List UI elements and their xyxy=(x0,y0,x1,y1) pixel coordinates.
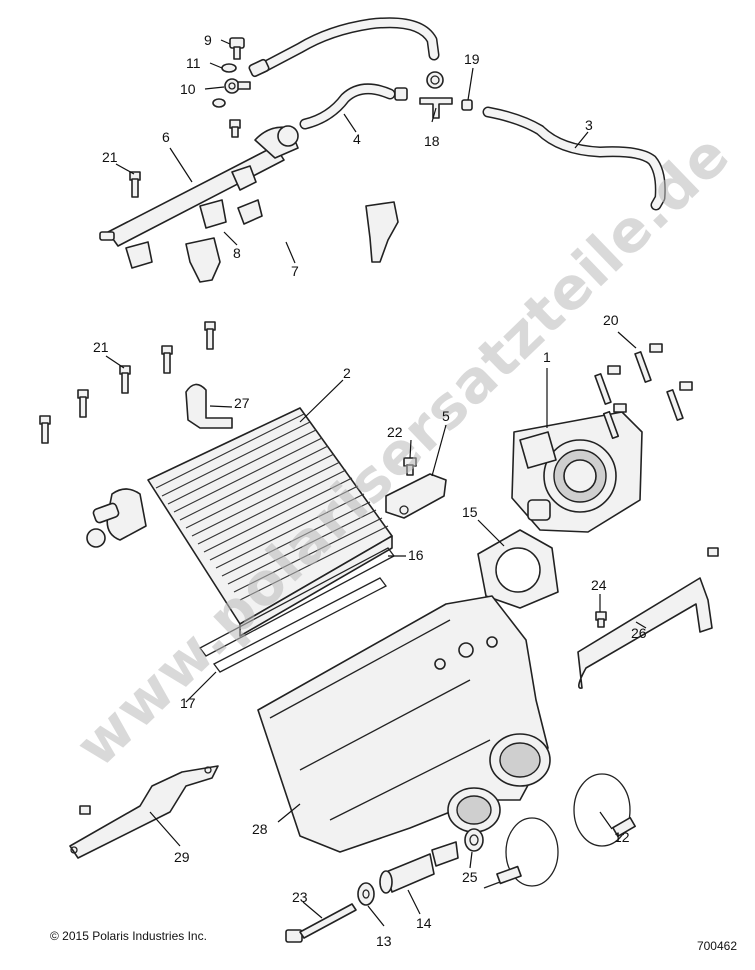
callout-23: 23 xyxy=(292,889,308,905)
bolt-fuel-rail xyxy=(229,119,241,138)
callout-26: 26 xyxy=(631,625,647,641)
callout-15: 15 xyxy=(462,504,478,520)
callout-16: 16 xyxy=(408,547,424,563)
callout-10: 10 xyxy=(180,81,196,97)
fuel-hose-4 xyxy=(299,83,408,130)
fuel-hose-3 xyxy=(482,106,666,211)
callout-1: 1 xyxy=(543,349,551,365)
callout-27: 27 xyxy=(234,395,250,411)
callout-13: 13 xyxy=(376,933,392,949)
callout-29: 29 xyxy=(174,849,190,865)
callout-22: 22 xyxy=(387,424,403,440)
bracket-27 xyxy=(185,383,233,429)
washer-11 xyxy=(221,63,237,73)
screws-20 xyxy=(594,343,693,440)
callout-11: 11 xyxy=(186,55,201,71)
callout-12: 12 xyxy=(614,829,630,845)
fuel-injector-7 xyxy=(365,201,399,263)
sleeve-14 xyxy=(379,853,435,894)
callout-21-lower: 21 xyxy=(93,339,109,355)
callout-8: 8 xyxy=(233,245,241,261)
screws-21-group xyxy=(39,321,216,444)
spacer-25 xyxy=(464,828,484,852)
callout-14: 14 xyxy=(416,915,432,931)
screw-bracket-26 xyxy=(707,547,719,557)
callout-4: 4 xyxy=(353,131,361,147)
throttle-body-1 xyxy=(511,411,643,533)
clamp-12-b xyxy=(483,817,559,889)
washer-lower xyxy=(212,98,226,108)
callout-5: 5 xyxy=(442,408,450,424)
bushing xyxy=(431,841,459,867)
callout-20: 20 xyxy=(603,312,619,328)
callouts: 1 2 3 4 5 6 7 8 9 10 11 12 13 14 15 16 1… xyxy=(93,32,647,949)
callout-28: 28 xyxy=(252,821,268,837)
seal-17 xyxy=(213,577,387,673)
drawing-number: 700462 xyxy=(696,939,737,953)
callout-7: 7 xyxy=(291,263,299,279)
hose-connector xyxy=(426,71,444,89)
leader-lines xyxy=(105,39,647,927)
callout-3: 3 xyxy=(585,117,593,133)
screw-24 xyxy=(595,611,607,628)
callout-25: 25 xyxy=(462,869,478,885)
bolt-9 xyxy=(229,37,245,60)
callout-21-top: 21 xyxy=(102,149,118,165)
callout-6: 6 xyxy=(162,129,170,145)
clamp-12-a xyxy=(573,773,636,847)
injector-clips xyxy=(125,199,227,269)
intake-manifold-28 xyxy=(257,595,551,853)
fuel-injector-8 xyxy=(185,237,221,283)
callout-24: 24 xyxy=(591,577,607,593)
bracket-26 xyxy=(577,577,713,689)
callout-19: 19 xyxy=(464,51,480,67)
callout-9: 9 xyxy=(204,32,212,48)
gasket-15 xyxy=(477,529,559,609)
washer-13 xyxy=(357,882,375,906)
fuel-hose-upper xyxy=(248,17,440,78)
fuel-rail-6 xyxy=(99,125,299,247)
callout-18: 18 xyxy=(424,133,440,149)
screw-21-top xyxy=(129,171,141,198)
map-sensor-5 xyxy=(385,473,447,519)
clamp-19 xyxy=(461,99,473,111)
screw-bracket-29 xyxy=(79,805,91,815)
callout-17: 17 xyxy=(180,695,196,711)
copyright-notice: © 2015 Polaris Industries Inc. xyxy=(50,929,207,943)
callout-2: 2 xyxy=(343,365,351,381)
bracket-29 xyxy=(69,765,219,859)
bolt-23 xyxy=(285,903,357,943)
banjo-fitting-10 xyxy=(224,78,251,94)
